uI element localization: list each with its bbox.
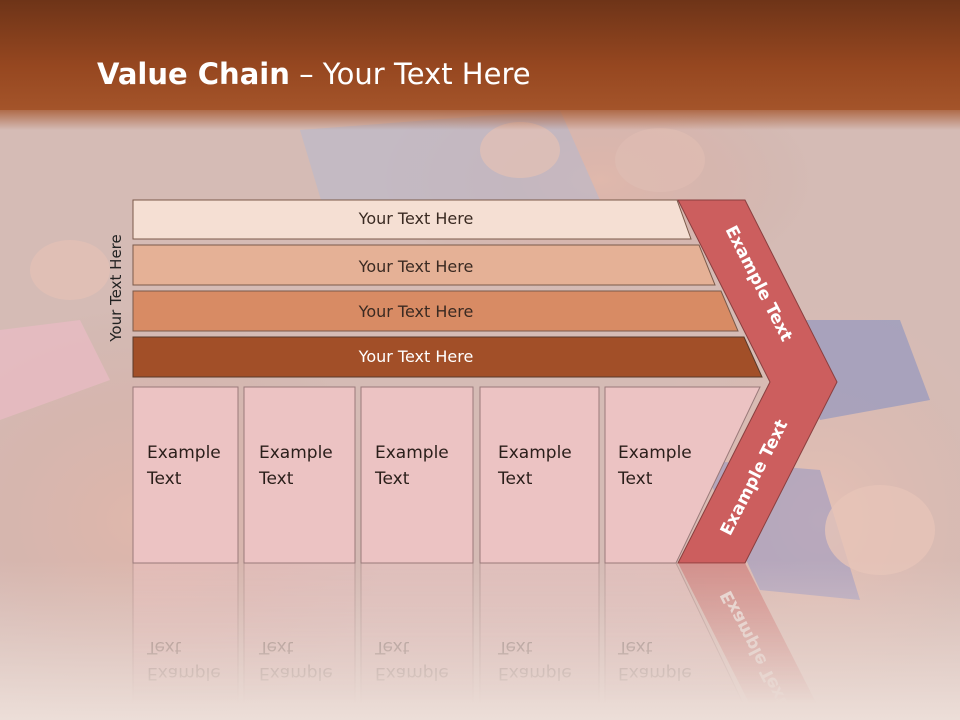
reflection-cell-3-line1: Example (375, 663, 449, 683)
cell-1-line1: Example (147, 443, 221, 463)
bar-4-label: Your Text Here (358, 347, 474, 366)
cell-group: Example Text Example Text Example Text E… (132, 386, 761, 564)
bar-2[interactable] (132, 244, 716, 286)
title-bar-fade (0, 108, 960, 130)
reflection-cell-1-line1: Example (147, 663, 221, 683)
cell-2-line1: Example (259, 443, 333, 463)
page-title-bold: Value Chain (97, 57, 290, 91)
bar-2-label: Your Text Here (358, 257, 474, 276)
cell-3[interactable] (360, 386, 474, 564)
cell-2[interactable] (243, 386, 356, 564)
title-bar (0, 0, 960, 110)
page-title-rest: – Your Text Here (289, 57, 531, 91)
reflection-cell-5-line2: Text (617, 637, 653, 657)
cell-4-line2: Text (497, 469, 533, 489)
cell-5-line2: Text (617, 469, 653, 489)
reflection-cell-2-line2: Text (258, 637, 294, 657)
reflection: Example Text Example Text Example Text E… (132, 562, 825, 720)
cell-5-line1: Example (618, 443, 692, 463)
side-label: Your Text Here (107, 234, 125, 342)
page-title: Value Chain – Your Text Here (97, 56, 531, 92)
cell-2-line2: Text (258, 469, 294, 489)
bar-4[interactable] (132, 336, 763, 378)
cell-1-line2: Text (146, 469, 182, 489)
cell-4-line1: Example (498, 443, 572, 463)
reflection-cell-3-line2: Text (374, 637, 410, 657)
bar-1-label: Your Text Here (358, 209, 474, 228)
reflection-cell-2-line1: Example (259, 663, 333, 683)
cell-4[interactable] (479, 386, 600, 564)
bar-3[interactable] (132, 290, 739, 332)
reflection-cell-4-line2: Text (497, 637, 533, 657)
cell-3-line1: Example (375, 443, 449, 463)
cell-3-line2: Text (374, 469, 410, 489)
reflection-cell-5-line1: Example (618, 663, 692, 683)
bar-3-label: Your Text Here (358, 302, 474, 321)
bar-group: Your Text Here Your Text Here Your Text … (132, 199, 763, 378)
bar-1[interactable] (132, 199, 692, 240)
reflection-cell-1-line2: Text (146, 637, 182, 657)
reflection-cell-4-line1: Example (498, 663, 572, 683)
